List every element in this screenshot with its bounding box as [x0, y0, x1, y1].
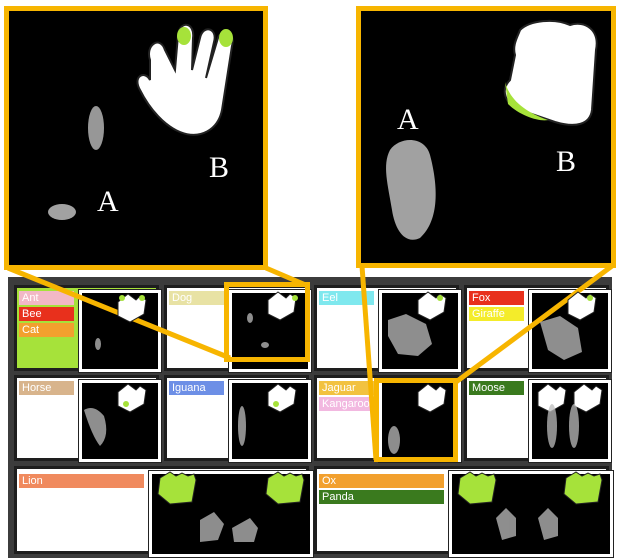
- highlight-box-jaguar: [374, 378, 458, 462]
- card-thumbnail: [229, 380, 311, 462]
- card-ox-panda[interactable]: Ox Panda: [314, 466, 609, 554]
- label-ox: Ox: [319, 474, 444, 488]
- label-eel: Eel: [319, 291, 374, 305]
- zoom-panel-left: A B: [4, 6, 268, 270]
- card-iguana[interactable]: Iguana: [164, 375, 309, 461]
- card-thumbnail: [79, 290, 161, 372]
- label-moose: Moose: [469, 381, 524, 395]
- card-moose[interactable]: Moose: [464, 375, 609, 461]
- label-iguana: Iguana: [169, 381, 224, 395]
- label-cat: Cat: [19, 323, 74, 337]
- card-horse[interactable]: Horse: [14, 375, 159, 461]
- zoom-label-a: A: [397, 103, 419, 137]
- card-thumbnail: [529, 290, 611, 372]
- label-horse: Horse: [19, 381, 74, 395]
- label-kangaroo: Kangaroo: [319, 397, 374, 411]
- card-thumbnail: [529, 380, 611, 462]
- zoom-label-a: A: [97, 185, 119, 219]
- label-dog: Dog: [169, 291, 224, 305]
- card-thumbnail: [149, 471, 313, 557]
- card-fox-giraffe[interactable]: Fox Giraffe: [464, 285, 609, 371]
- label-lion: Lion: [19, 474, 144, 488]
- card-thumbnail: [449, 471, 613, 557]
- card-ant-bee-cat[interactable]: Ant Bee Cat: [14, 285, 159, 371]
- label-jaguar: Jaguar: [319, 381, 374, 395]
- label-giraffe: Giraffe: [469, 307, 524, 321]
- zoom-label-b: B: [209, 151, 229, 185]
- card-lion[interactable]: Lion: [14, 466, 309, 554]
- card-thumbnail: [79, 380, 161, 462]
- label-panda: Panda: [319, 490, 444, 504]
- zoom-panel-right: A B: [356, 6, 616, 268]
- highlight-box-dog: [224, 282, 310, 362]
- label-bee: Bee: [19, 307, 74, 321]
- card-thumbnail: [379, 290, 461, 372]
- card-eel[interactable]: Eel: [314, 285, 459, 371]
- zoom-label-b: B: [556, 145, 576, 179]
- label-fox: Fox: [469, 291, 524, 305]
- label-ant: Ant: [19, 291, 74, 305]
